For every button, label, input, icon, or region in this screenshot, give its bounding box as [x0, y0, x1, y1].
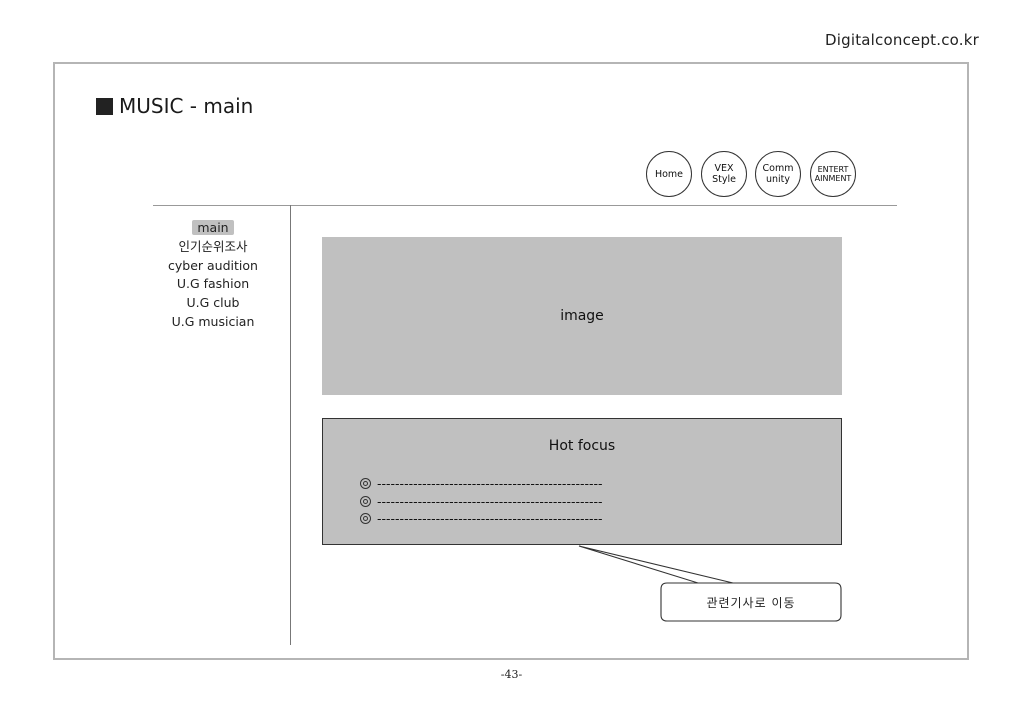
storyboard-frame [53, 62, 969, 660]
page-title: MUSIC - main [96, 94, 253, 118]
double-circle-bullet-icon [360, 513, 371, 525]
double-circle-bullet-icon [360, 478, 371, 490]
menu-item-ug-fashion[interactable]: U.G fashion [176, 276, 250, 292]
nav-home-button[interactable]: Home [646, 151, 692, 197]
side-menu: main 인기순위조사 cyber audition U.G fashion U… [153, 219, 273, 332]
hot-focus-box: Hot focus ------------------------------… [322, 418, 842, 545]
menu-item-ug-musician[interactable]: U.G musician [171, 313, 255, 329]
hot-focus-item[interactable]: ----------------------------------------… [360, 493, 603, 511]
header-divider [153, 205, 897, 206]
page-title-text: MUSIC - main [119, 94, 254, 118]
nav-entertainment-button[interactable]: ENTERT AINMENT [810, 151, 856, 197]
image-placeholder-label: image [560, 308, 604, 324]
hot-focus-item-text: ----------------------------------------… [377, 511, 603, 526]
menu-item-ug-club[interactable]: U.G club [186, 295, 240, 311]
site-url: Digitalconcept.co.kr [824, 31, 979, 49]
hot-focus-title: Hot focus [548, 438, 616, 454]
menu-item-main[interactable]: main [153, 219, 273, 238]
sidebar-divider [290, 205, 291, 645]
double-circle-bullet-icon [360, 495, 371, 507]
square-bullet-icon [96, 97, 113, 115]
page-number: -43- [500, 668, 523, 681]
callout-text: 관련기사로 이동 [706, 595, 796, 610]
hot-focus-list: ----------------------------------------… [360, 475, 603, 528]
hot-focus-item[interactable]: ----------------------------------------… [360, 475, 603, 493]
nav-vex-style-button[interactable]: VEX Style [701, 151, 747, 197]
menu-item-popularity-survey[interactable]: 인기순위조사 [178, 238, 248, 254]
menu-item-cyber-audition[interactable]: cyber audition [168, 257, 258, 273]
main-image-placeholder: image [322, 237, 842, 395]
hot-focus-item-text: ----------------------------------------… [377, 493, 603, 509]
hot-focus-item-text: ----------------------------------------… [377, 476, 603, 491]
nav-community-button[interactable]: Comm unity [755, 151, 801, 197]
hot-focus-item[interactable]: ----------------------------------------… [360, 510, 603, 528]
